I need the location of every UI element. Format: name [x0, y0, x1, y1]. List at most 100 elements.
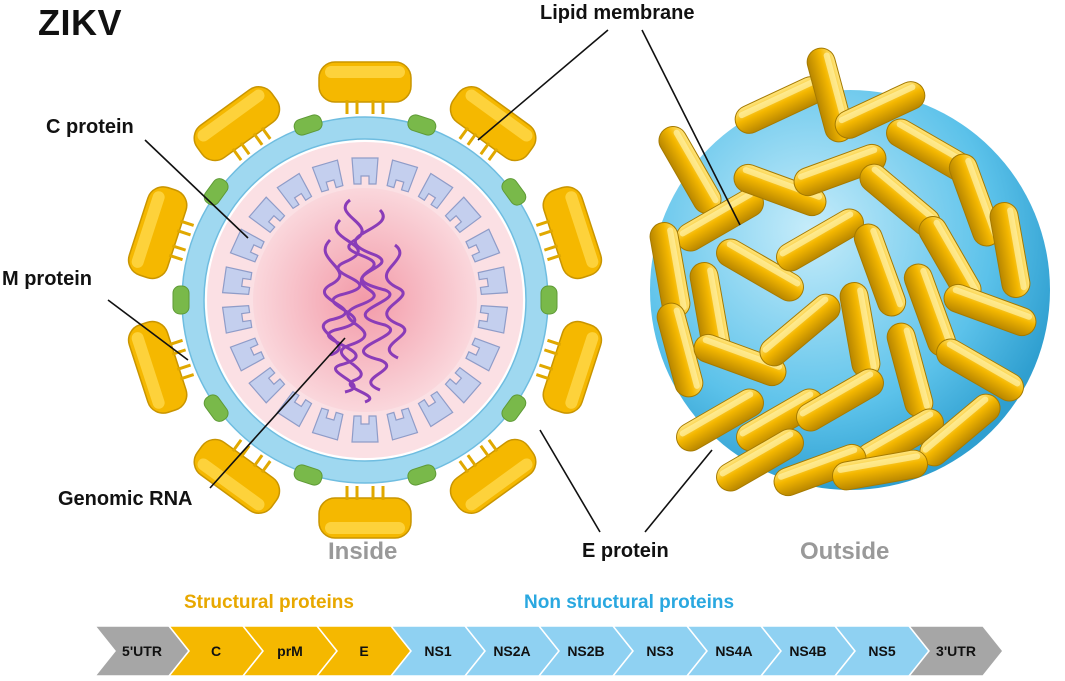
capsid-block [351, 415, 379, 443]
label-e-protein: E protein [582, 540, 669, 562]
genome-segment-label: NS2B [567, 643, 604, 659]
genome-segment-3utr [907, 625, 1004, 677]
membrane-edge-inner [203, 138, 527, 462]
m-protein [407, 114, 437, 136]
leader-genomic-rna [209, 337, 346, 489]
m-protein-ring [172, 114, 558, 486]
figure-title: ZIKV [38, 2, 123, 43]
capsid-block [386, 159, 419, 193]
genome-segment-label: 3'UTR [936, 643, 976, 659]
capsid-block [221, 266, 253, 296]
e-protein-rod [776, 208, 864, 272]
capsid-block [311, 407, 344, 441]
e-protein-rod [716, 428, 804, 492]
e-protein-rod [989, 202, 1031, 298]
capsid-block [465, 337, 501, 372]
capsid-block [386, 407, 419, 441]
capsid-block [221, 304, 253, 334]
m-protein [172, 285, 190, 315]
e-protein-rod [793, 143, 887, 197]
e-protein-rod [649, 222, 691, 318]
lipid-membrane-ring [182, 117, 548, 483]
capsid-block [276, 390, 313, 428]
genome-segment-label: NS3 [646, 643, 673, 659]
outside-view [649, 47, 1050, 497]
e-protein-dimer [127, 186, 195, 280]
genome-segment-label: E [359, 643, 368, 659]
leader-e-inside [539, 429, 601, 533]
leader-lipid-inside [477, 29, 609, 141]
capsid-block [248, 366, 286, 404]
leader-m-protein [107, 299, 189, 361]
e-protein-ring [127, 61, 603, 539]
capsid-block [229, 228, 265, 263]
label-c-protein: C protein [46, 116, 134, 138]
label-lipid-membrane: Lipid membrane [540, 2, 695, 24]
capsid-block [465, 228, 501, 263]
genome-segment-label: NS4B [789, 643, 826, 659]
e-protein-dimer [535, 186, 603, 280]
leader-lines [107, 29, 741, 533]
genome-segment-label: prM [277, 643, 303, 659]
capsid-block [444, 366, 482, 404]
genome-segment-label: 5'UTR [122, 643, 162, 659]
m-protein [501, 394, 527, 422]
leader-c-protein [144, 139, 249, 239]
label-genomic-rna: Genomic RNA [58, 488, 193, 510]
e-protein-rod [796, 368, 884, 432]
e-protein-rods [649, 47, 1037, 497]
capsid-block [477, 304, 509, 334]
e-protein-rod [676, 388, 764, 452]
capsid-block [311, 159, 344, 193]
e-protein-dimer [535, 320, 603, 414]
e-protein-rod [689, 262, 731, 358]
m-protein [203, 178, 229, 206]
m-protein [501, 178, 527, 206]
m-protein [407, 464, 437, 486]
nucleocapsid-core [253, 188, 477, 412]
capsid-block [444, 196, 482, 234]
e-protein-dimer [193, 438, 281, 514]
capsid-block [229, 337, 265, 372]
genome-segment-label: C [211, 643, 221, 659]
e-protein-dimer [449, 438, 537, 514]
e-protein-rod [759, 293, 841, 367]
e-protein-rod [693, 333, 787, 387]
capsid-block [351, 157, 379, 185]
e-protein-rod [943, 283, 1037, 337]
leader-e-outside [644, 449, 713, 533]
inside-view [127, 61, 603, 539]
capsid-c-protein-ring [221, 157, 509, 443]
e-protein-dimer [318, 486, 412, 539]
capsid-block [276, 172, 313, 210]
capsid-block [417, 172, 454, 210]
view-label-inside: Inside [328, 538, 398, 565]
view-label-outside: Outside [800, 538, 890, 565]
genome-segment-label: NS2A [493, 643, 530, 659]
e-protein-rod [832, 449, 928, 491]
structural-proteins-label: Structural proteins [184, 592, 354, 613]
capsid-block [417, 390, 454, 428]
e-protein-rod [936, 338, 1024, 402]
m-protein [293, 464, 323, 486]
e-protein-rod [716, 238, 804, 302]
e-protein-rod [886, 322, 934, 418]
m-protein [540, 285, 558, 315]
e-protein-rod [734, 76, 826, 134]
label-m-protein: M protein [2, 268, 92, 290]
e-protein-dimer [127, 320, 195, 414]
e-protein-rod [773, 443, 867, 497]
e-protein-rod [656, 302, 704, 398]
e-protein-dimer [193, 86, 281, 162]
genomic-rna-strand [321, 198, 407, 404]
capsid-block [477, 266, 509, 296]
e-protein-rod [853, 223, 907, 317]
genome-segment-label: NS4A [715, 643, 752, 659]
e-protein-rod [834, 81, 926, 139]
nonstructural-proteins-label: Non structural proteins [524, 592, 735, 613]
m-protein [293, 114, 323, 136]
capsid-block [248, 196, 286, 234]
